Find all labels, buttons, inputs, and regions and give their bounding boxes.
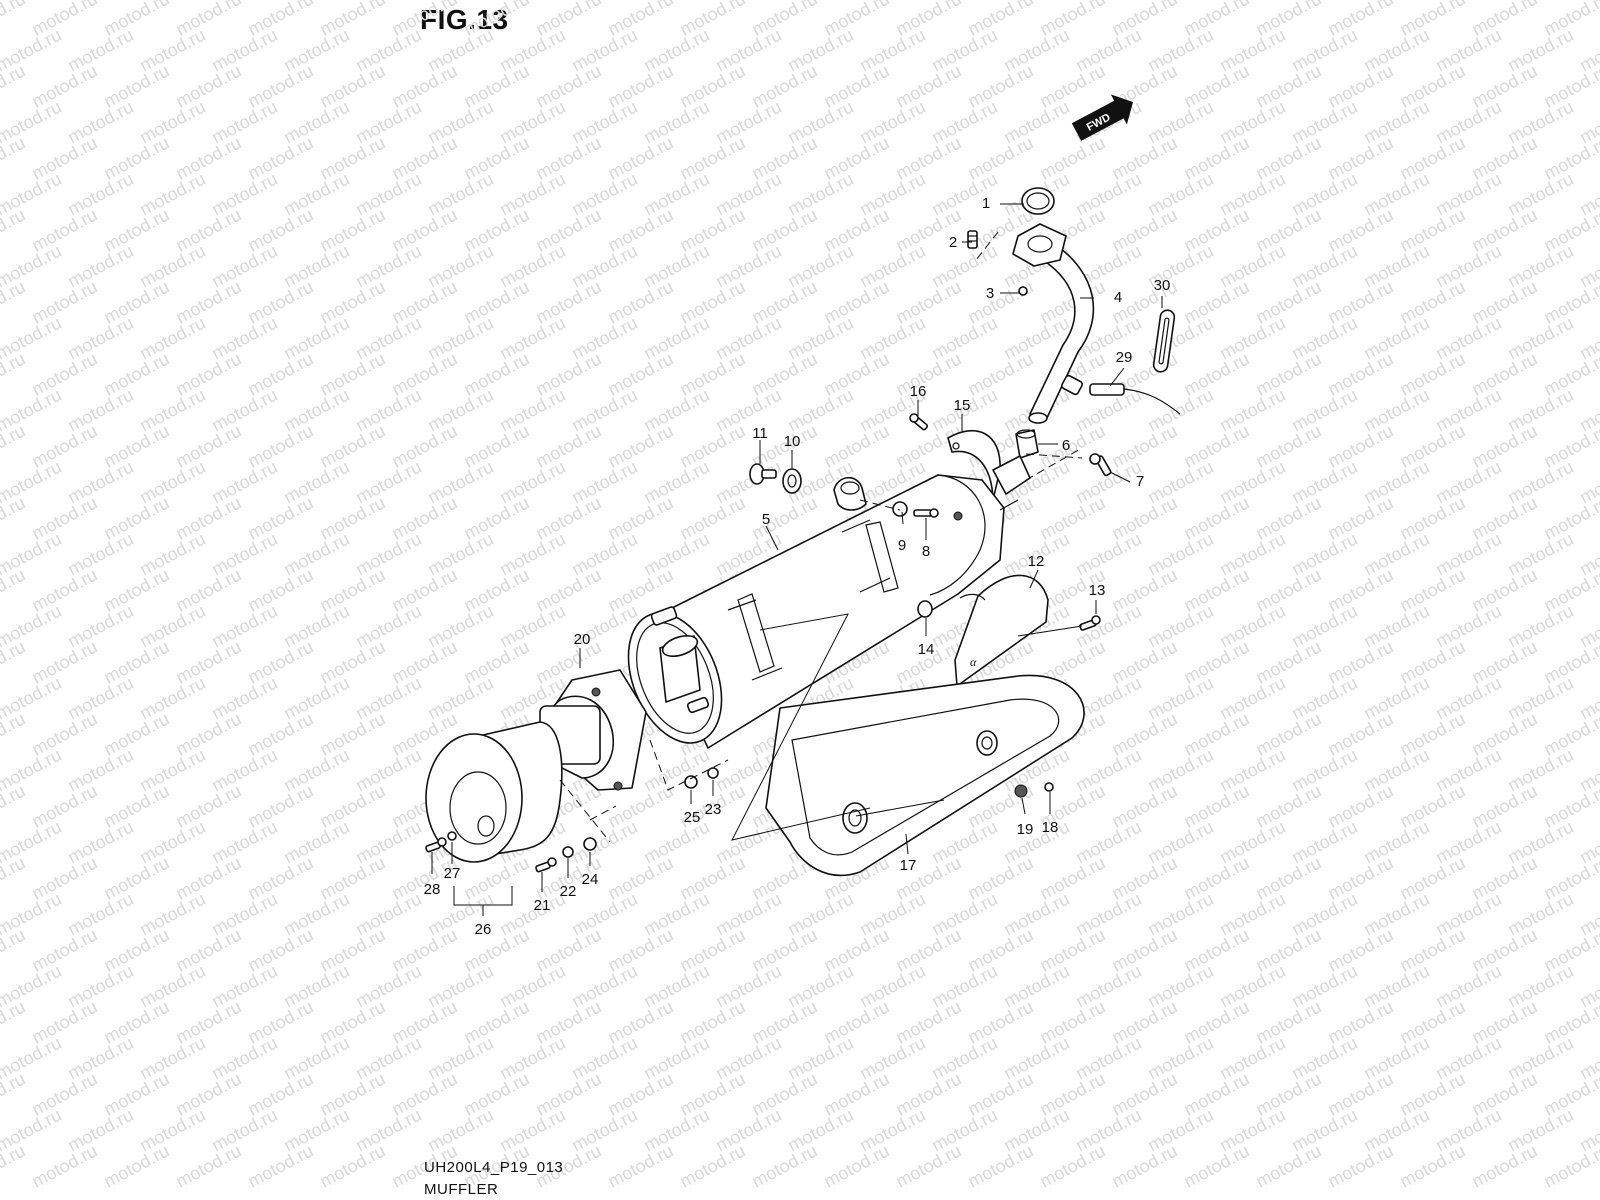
watermark-text: motod.ru [1180,1141,1252,1192]
clamp-bolt-part [1089,453,1112,477]
callout-23-label: 23 [705,801,722,818]
figure-title: FIG.13 [420,4,509,35]
watermark-text: motod.ru [0,637,29,688]
watermark-text: motod.ru [1252,1141,1324,1192]
watermark-text: motod.ru [892,1141,964,1192]
callout-30-label: 30 [1154,277,1171,294]
callout-7-label: 7 [1136,473,1144,490]
watermark-text: motod.ru [964,1141,1036,1192]
watermark-text: motod.ru [1468,1141,1540,1192]
watermark-text: motod.ru [0,565,29,616]
callout-20-label: 20 [574,631,591,648]
section-name: MUFFLER [424,1181,498,1198]
watermark-text: motod.ru [244,1141,316,1192]
callout-14-label: 14 [918,641,935,658]
watermark-text: motod.ru [1540,1141,1600,1192]
watermark-text: motod.ru [0,1141,29,1192]
callout-8-label: 8 [922,543,930,560]
callout-1-label: 1 [982,195,990,212]
callout-10-label: 10 [784,433,801,450]
watermark-text: motod.ru [172,1141,244,1192]
callout-29-label: 29 [1116,349,1133,366]
watermark-text: motod.ru [0,61,29,112]
watermark-text: motod.ru [748,1141,820,1192]
callout-9-label: 9 [898,537,906,554]
watermark-text: motod.ru [0,421,29,472]
watermark-text: motod.ru [0,133,29,184]
callout-5-label: 5 [762,511,770,528]
watermark-text: motod.ru [0,997,29,1048]
callout-28-label: 28 [424,881,441,898]
bolt-part-8 [913,508,939,518]
callout-17-label: 17 [900,857,917,874]
watermark-text: motod.ru [1396,1141,1468,1192]
callout-4-label: 4 [1114,289,1122,306]
callout-15-label: 15 [954,397,971,414]
watermark-text: motod.ru [1036,1141,1108,1192]
watermark-text: motod.ru [100,1141,172,1192]
callout-26-label: 26 [475,921,492,938]
watermark-text: motod.ru [0,1069,29,1120]
watermark-text: motod.ru [316,1141,388,1192]
washer-part-9 [892,501,908,517]
grommet-part [1014,784,1028,798]
watermark-text: motod.ru [1324,1141,1396,1192]
callout-27-label: 27 [444,865,461,882]
watermark-text: motod.ru [0,205,29,256]
drawing-code: UH200L4_P19_013 [424,1159,563,1176]
muffler-hanger-part [833,476,867,511]
watermark-text: motod.ru [0,709,29,760]
watermark-text: motod.ru [0,277,29,328]
callout-16-label: 16 [910,383,927,400]
watermark-text: motod.ru [0,0,29,40]
svg-text:α: α [970,655,977,669]
watermark-text: motod.ru [676,1141,748,1192]
watermark-text: motod.ru [0,349,29,400]
callout-25-label: 25 [684,809,701,826]
callout-3-label: 3 [986,285,994,302]
cap-part [917,600,933,618]
watermark-text: motod.ru [28,1141,100,1192]
callout-18-label: 18 [1042,819,1059,836]
callout-12-label: 12 [1028,553,1045,570]
watermark-text: motod.ru [0,925,29,976]
callout-13-label: 13 [1089,582,1106,599]
nut-part [1018,286,1028,296]
stud-bolt-part [967,230,978,249]
callout-2-label: 2 [949,234,957,251]
watermark-text: motod.ru [0,493,29,544]
callout-6-label: 6 [1062,437,1070,454]
watermark-text: motod.ru [0,781,29,832]
callout-22-label: 22 [560,883,577,900]
exhaust-pipe-gasket-part [1021,187,1055,215]
callout-24-label: 24 [582,871,599,888]
screw-part-16 [909,413,929,431]
cushion-part [782,468,802,494]
callout-11-label: 11 [752,425,768,442]
watermark-text: motod.ru [604,1141,676,1192]
watermark-text: motod.ru [820,1141,892,1192]
watermark-text: motod.ru [0,853,29,904]
screw-part-18 [1044,782,1054,792]
watermark-text: motod.ru [1576,0,1600,4]
callout-21-label: 21 [534,897,551,914]
watermark-text: motod.ru [1108,1141,1180,1192]
callout-19-label: 19 [1017,821,1034,838]
